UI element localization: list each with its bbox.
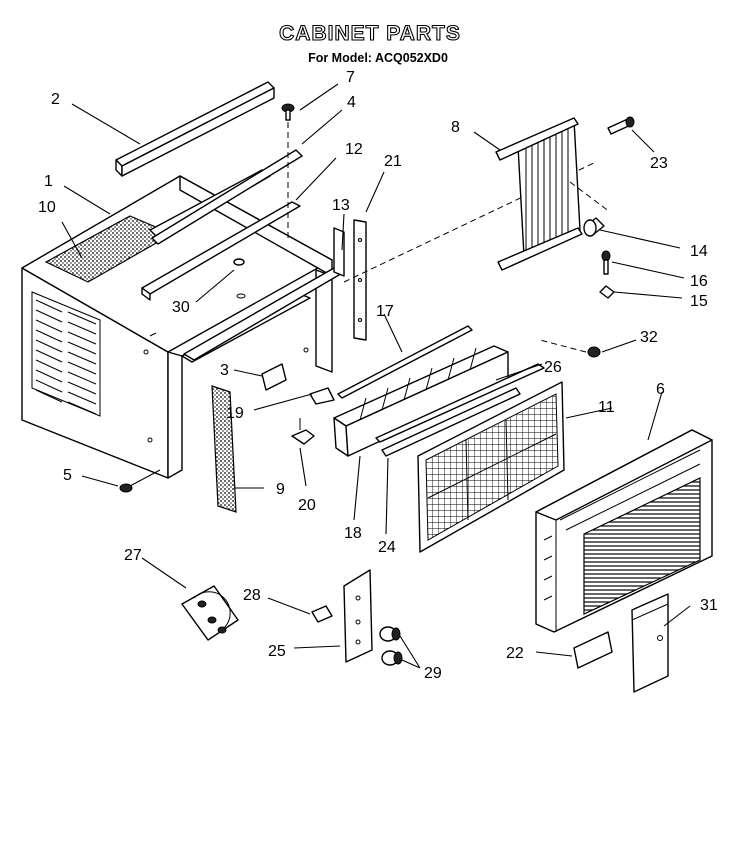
- leader-lines: [61, 83, 691, 669]
- callout-numbers: 2 7 4 12 1 10 8 23 21 13 14 16 15 30 32 …: [38, 69, 718, 682]
- callout-14: 14: [690, 243, 708, 260]
- access-panel-31: [631, 593, 669, 693]
- side-channel-13: [333, 227, 345, 277]
- callout-21: 21: [384, 153, 402, 170]
- callout-11: 11: [598, 399, 615, 416]
- channel-21: [353, 219, 367, 341]
- callout-7: 7: [346, 69, 355, 86]
- screw-5: [119, 469, 161, 493]
- lever-20: [291, 418, 315, 445]
- mount-27: [181, 585, 239, 641]
- knob-14: [583, 217, 605, 237]
- callout-24: 24: [378, 539, 396, 556]
- cabinet-louvres: [31, 291, 101, 417]
- screw-32: [539, 339, 601, 358]
- callout-15: 15: [690, 293, 708, 310]
- callout-1: 1: [44, 173, 53, 190]
- callout-13: 13: [332, 197, 350, 214]
- model-subtitle: For Model: ACQ052XD0: [308, 51, 448, 65]
- callout-8: 8: [451, 119, 460, 136]
- cabinet-wrapper: [21, 169, 333, 479]
- callout-4: 4: [347, 94, 356, 111]
- plug-30: [233, 258, 245, 266]
- connector-28: [311, 605, 333, 623]
- callout-16: 16: [690, 273, 708, 290]
- page-title: CABINET PARTS: [279, 22, 461, 45]
- control-bracket-25: [343, 569, 373, 663]
- callout-31: 31: [700, 597, 718, 614]
- callout-26: 26: [544, 359, 562, 376]
- rail-4: [151, 149, 303, 245]
- screw-16: [601, 250, 611, 275]
- callout-3: 3: [220, 362, 229, 379]
- screw-23: [607, 116, 635, 135]
- callout-18: 18: [344, 525, 362, 542]
- callout-30: 30: [172, 299, 190, 316]
- callout-32: 32: [640, 329, 658, 346]
- callout-25: 25: [268, 643, 286, 660]
- callout-5: 5: [63, 467, 72, 484]
- strip-24: [381, 387, 521, 457]
- front-grille-6: [535, 429, 713, 633]
- callout-10: 10: [38, 199, 56, 216]
- callout-9: 9: [276, 481, 285, 498]
- callout-19: 19: [226, 405, 244, 422]
- callout-22: 22: [506, 645, 524, 662]
- knobs-29: [379, 626, 403, 666]
- callout-6: 6: [656, 381, 665, 398]
- gasket-9: [211, 385, 237, 513]
- rear-grille-8: [495, 117, 583, 271]
- callout-12: 12: [345, 141, 363, 158]
- callout-17: 17: [376, 303, 394, 320]
- label-22: [573, 631, 613, 669]
- vane-assembly-17: [333, 325, 509, 457]
- callout-29: 29: [424, 665, 442, 682]
- link-19: [309, 387, 335, 405]
- callout-27: 27: [124, 547, 142, 564]
- screw-7: [281, 103, 295, 240]
- callout-20: 20: [298, 497, 316, 514]
- clip-15: [599, 285, 615, 299]
- front-filter-11: [417, 381, 565, 553]
- top-rail-2: [115, 81, 275, 167]
- bracket-3: [261, 363, 287, 391]
- strip-26: [375, 363, 545, 443]
- callout-2: 2: [51, 91, 60, 108]
- callout-28: 28: [243, 587, 261, 604]
- callout-23: 23: [650, 155, 668, 172]
